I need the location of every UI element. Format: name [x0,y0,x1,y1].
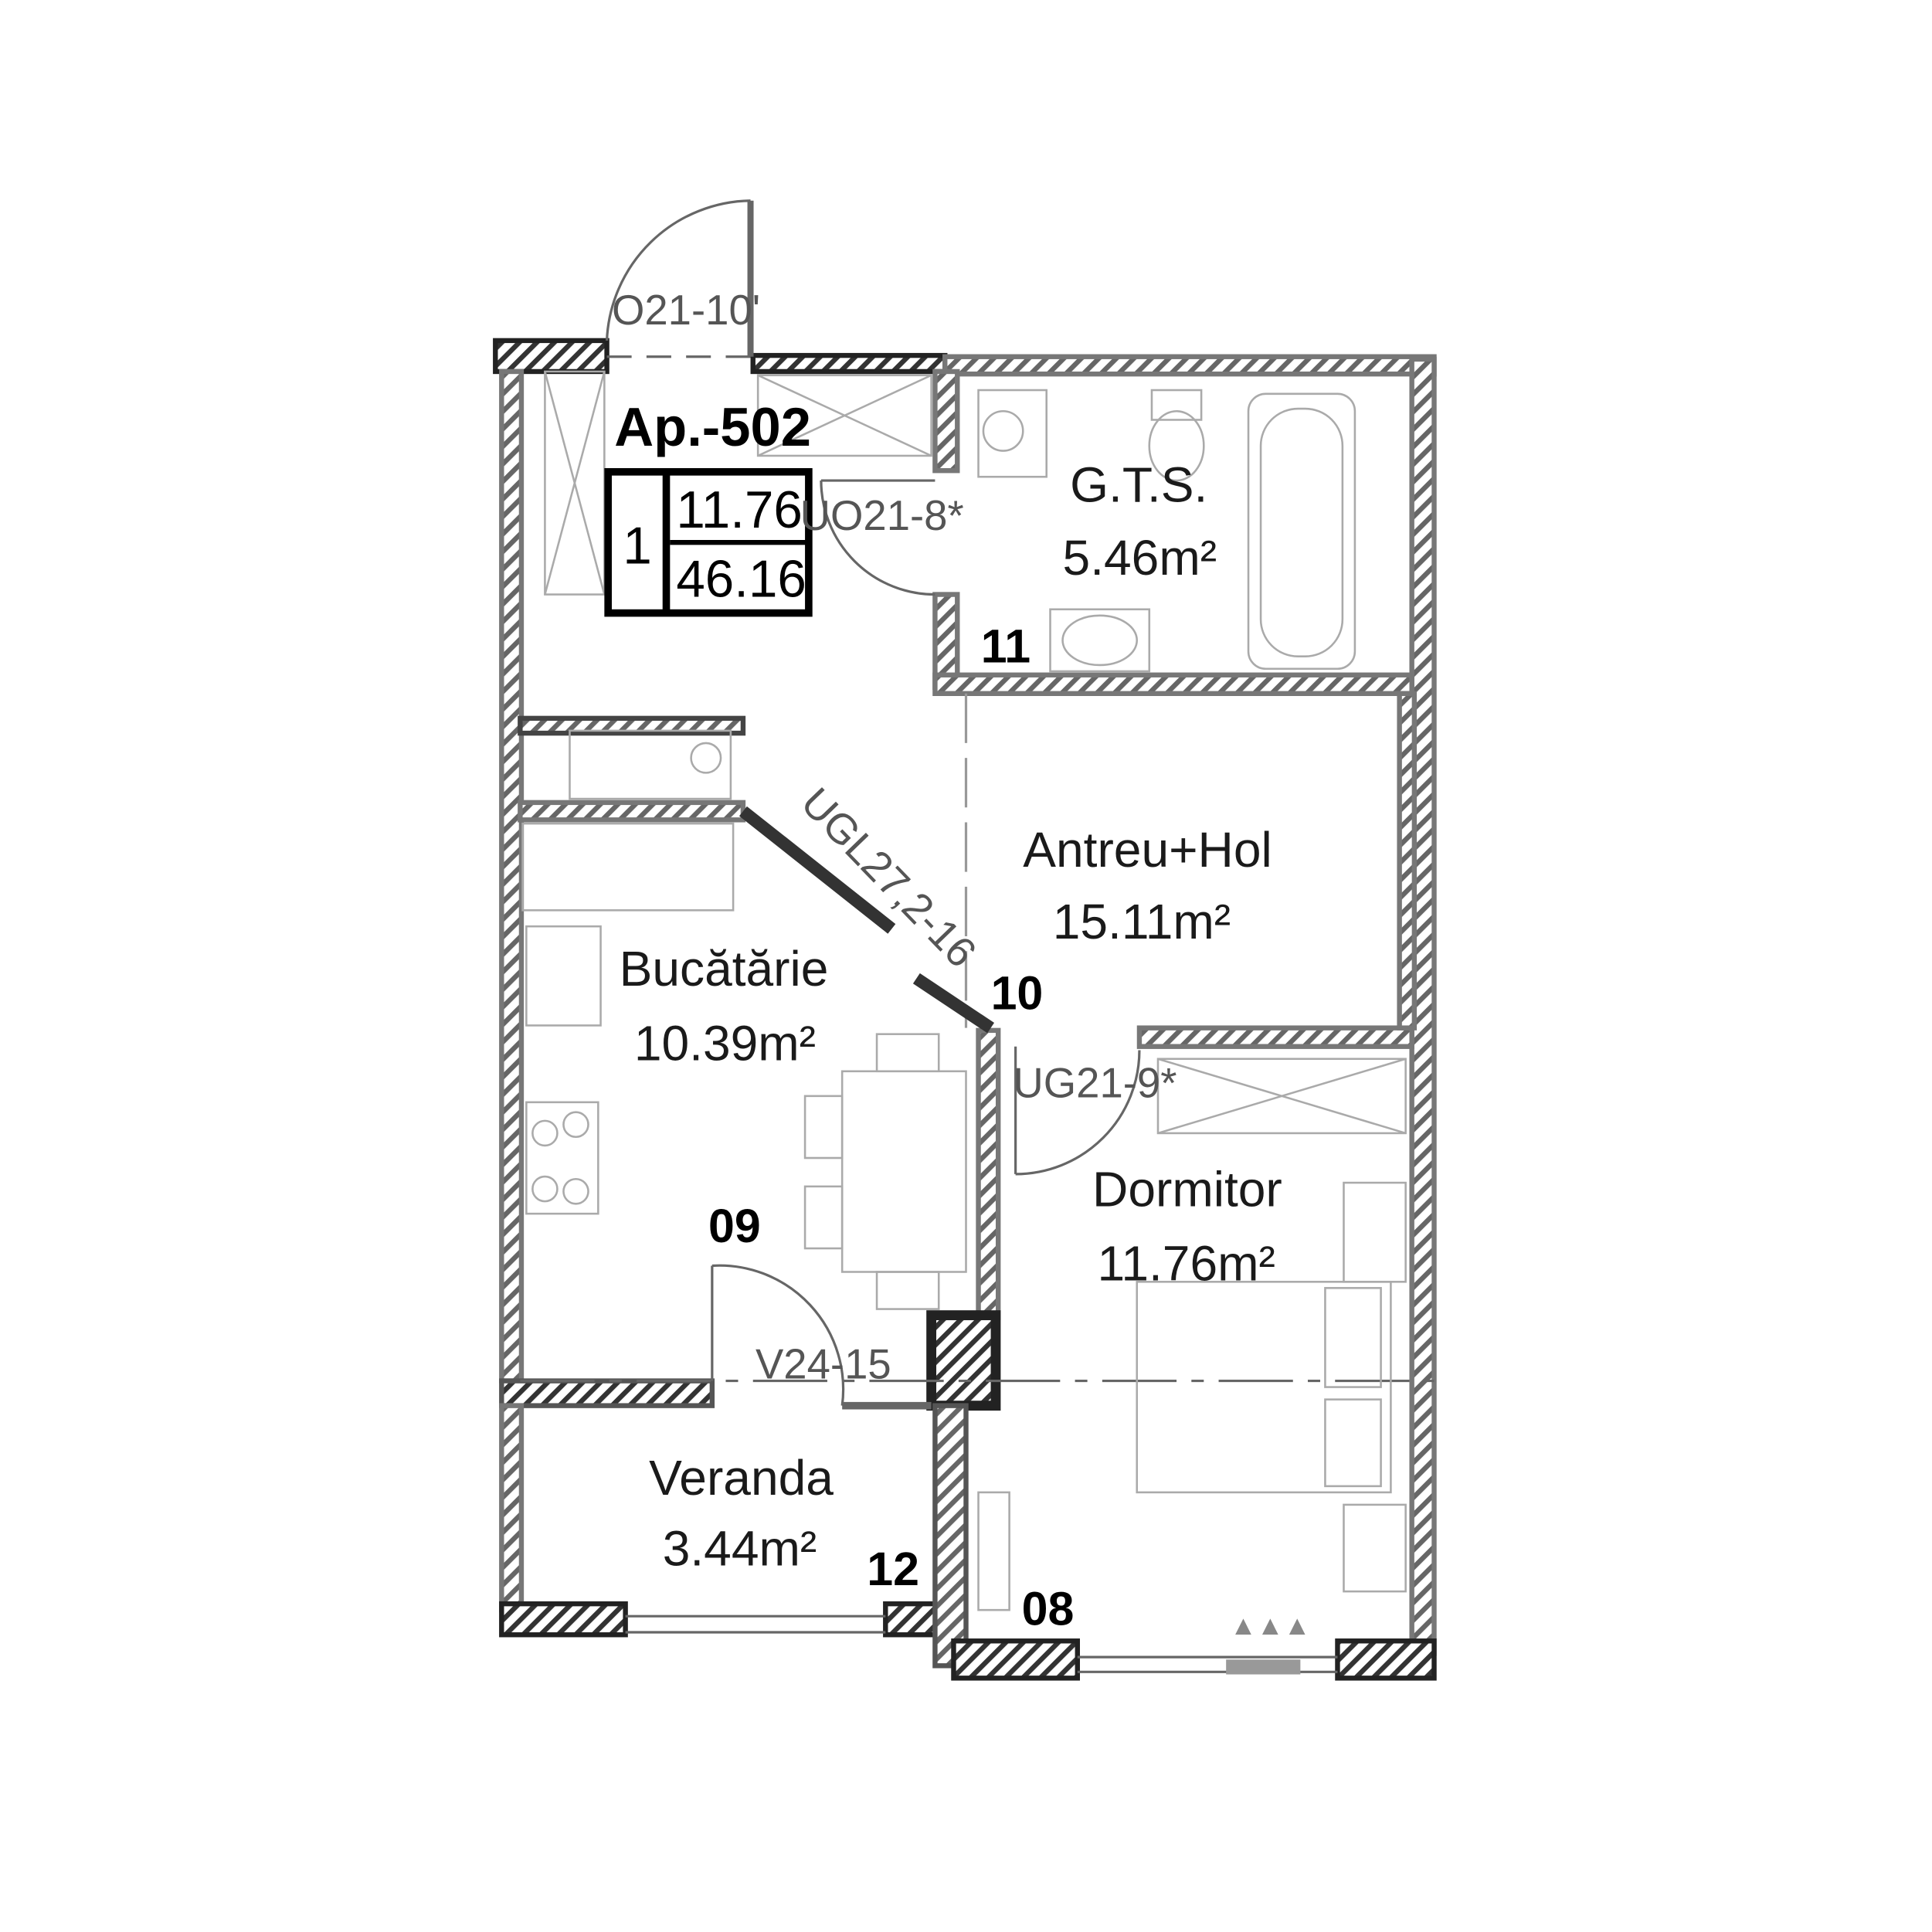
room-area-bucatarie: 10.39m² [634,1015,816,1071]
room-name-bucatarie: Bucătărie [620,941,829,997]
info-area-2: 46.16 [676,551,806,609]
furniture: ▲▲▲ [521,370,1407,1641]
info-area-1: 11.76 [676,481,803,539]
walls [493,338,1437,1681]
room-name-antreu: Antreu+Hol [1023,822,1272,878]
room-area-gts: 5.46m² [1063,530,1217,586]
room-area-dormitor: 11.76m² [1097,1236,1275,1292]
door-tag-entry: O21-10' [612,287,760,334]
door-tag-veranda: V24-15 [755,1340,891,1387]
room-number-09: 09 [708,1200,761,1252]
info-box: 1 11.76 46.16 [604,468,813,617]
info-room-count: 1 [623,517,651,575]
room-name-veranda: Veranda [649,1450,834,1506]
apartment-label: Ap.-502 [614,396,811,457]
room-number-11: 11 [981,620,1031,673]
room-number-10: 10 [991,967,1044,1020]
door-tag-bedroom: UG21-9* [1013,1059,1177,1106]
room-number-12: 12 [867,1543,919,1595]
room-name-gts: G.T.S. [1070,457,1207,512]
svg-text:▲▲▲: ▲▲▲ [1230,1611,1311,1641]
room-area-veranda: 3.44m² [663,1520,817,1576]
doors [605,199,1141,1410]
room-number-08: 08 [1022,1582,1075,1635]
room-name-dormitor: Dormitor [1092,1162,1282,1217]
room-area-antreu: 15.11m² [1053,894,1231,949]
door-tag-bath: UO21-8* [800,492,964,539]
windows [520,355,1435,1675]
